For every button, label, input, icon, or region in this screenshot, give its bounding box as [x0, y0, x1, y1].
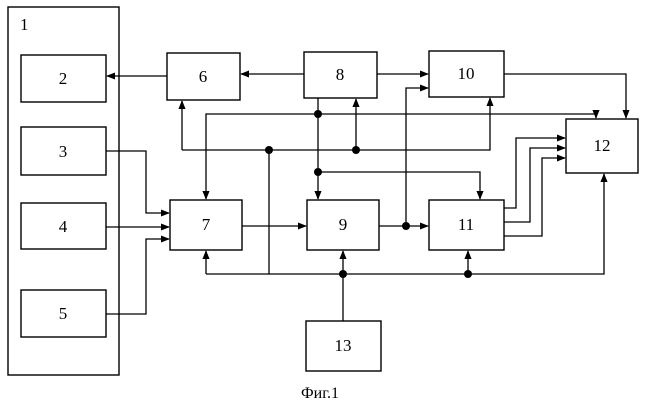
block-11: 11: [429, 200, 504, 250]
block-7: 7: [170, 200, 242, 250]
block-8-label: 8: [336, 65, 345, 84]
block-9: 9: [307, 200, 379, 250]
block-13: 13: [306, 321, 381, 371]
block-5: 5: [21, 290, 106, 337]
block-7-label: 7: [202, 215, 211, 234]
junction-dots: [265, 110, 472, 278]
block-13-label: 13: [335, 336, 352, 355]
block-3: 3: [21, 127, 106, 175]
block-12: 12: [566, 119, 638, 173]
block-3-label: 3: [59, 142, 68, 161]
block-4: 4: [21, 203, 106, 249]
block-10: 10: [429, 51, 504, 97]
block-1-label: 1: [20, 15, 29, 34]
block-2: 2: [21, 55, 106, 102]
block-10-label: 10: [458, 64, 475, 83]
block-6: 6: [167, 53, 240, 100]
figure-caption: Фиг.1: [301, 385, 339, 402]
block-12-label: 12: [594, 136, 611, 155]
block-6-label: 6: [199, 67, 208, 86]
connections: [106, 74, 626, 321]
block-4-label: 4: [59, 217, 68, 236]
block-5-label: 5: [59, 304, 68, 323]
block-2-label: 2: [59, 69, 68, 88]
block-8: 8: [304, 52, 377, 98]
block-11-label: 11: [458, 215, 474, 234]
block-9-label: 9: [339, 215, 348, 234]
